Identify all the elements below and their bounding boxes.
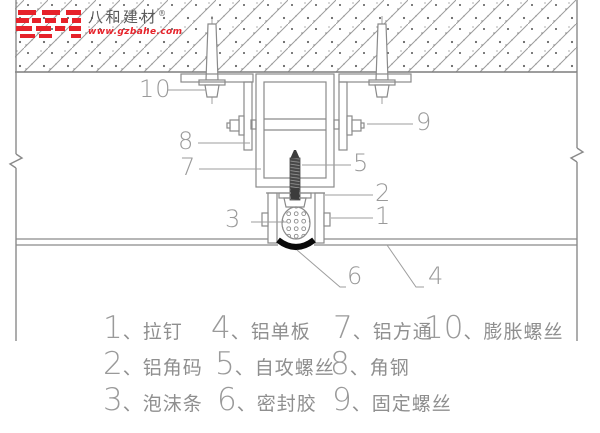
- callout-4: 4: [428, 262, 445, 290]
- aluminum-panel-right: [314, 238, 577, 246]
- callout-9: 9: [416, 108, 433, 136]
- logo: 八和建材® www.gzbahe.com: [16, 8, 183, 43]
- callout-8: 8: [178, 127, 195, 155]
- logo-website: www.gzbahe.com: [88, 27, 183, 38]
- wall-break-line-left: [8, 0, 24, 341]
- legend-label: 、密封胶: [236, 393, 317, 415]
- brand-name: 八和建材®: [88, 8, 169, 26]
- legend-label: 、铝角码: [122, 357, 203, 379]
- legend-label: 、铝方通: [352, 321, 433, 343]
- legend-item-3: 3、泡沫条: [103, 385, 203, 416]
- legend-item-1: 1、拉钉: [103, 313, 183, 344]
- registered-trademark-icon: ®: [158, 9, 169, 18]
- fixing-screw-right: [346, 115, 365, 136]
- legend-item-2: 2、铝角码: [103, 349, 203, 380]
- self-tapping-screw: [289, 150, 301, 201]
- callout-leader-lines: [168, 89, 424, 288]
- legend-item-10: 10、膨胀螺丝: [424, 313, 563, 344]
- callout-5: 5: [353, 149, 370, 177]
- legend-item-4: 4、铝单板: [211, 313, 311, 344]
- callout-1: 1: [375, 202, 392, 230]
- legend-item-8: 8、角钢: [330, 349, 410, 380]
- callout-7: 7: [180, 153, 197, 181]
- legend-num: 9: [332, 382, 352, 418]
- aluminum-panel-left: [16, 238, 278, 246]
- callout-2: 2: [375, 179, 392, 207]
- legend-item-7: 7、铝方通: [333, 313, 433, 344]
- legend-num: 5: [215, 346, 235, 382]
- legend-item-6: 6、密封胶: [217, 385, 317, 416]
- legend-label: 、铝单板: [230, 321, 311, 343]
- legend-num: 7: [333, 310, 353, 346]
- legend-label: 、自攻螺丝: [234, 357, 335, 379]
- legend-num: 1: [103, 310, 123, 346]
- legend-num: 4: [211, 310, 231, 346]
- pull-rivet-right: [323, 212, 331, 227]
- legend-item-5: 5、自攻螺丝: [215, 349, 335, 380]
- legend-label: 、泡沫条: [122, 393, 203, 415]
- legend-num: 3: [103, 382, 123, 418]
- legend-label: 、角钢: [349, 357, 410, 379]
- foam-strip: [281, 206, 311, 240]
- wall-break-line-right: [569, 0, 585, 341]
- callout-3: 3: [225, 205, 242, 233]
- legend-item-9: 9、固定螺丝: [332, 385, 452, 416]
- legend-num: 8: [330, 346, 350, 382]
- legend-label: 、拉钉: [122, 321, 183, 343]
- legend-num: 6: [217, 382, 237, 418]
- concrete-slab: [15, 0, 577, 73]
- sealant: [276, 237, 316, 250]
- bahe-logo-mark: [16, 10, 81, 38]
- callout-10: 10: [139, 75, 172, 103]
- legend-label: 、膨胀螺丝: [463, 321, 564, 343]
- fixing-screw-left: [226, 115, 245, 136]
- aluminum-corner-code: [266, 188, 325, 208]
- callout-6: 6: [347, 262, 364, 290]
- pull-rivet-left: [261, 212, 269, 227]
- legend-label: 、固定螺丝: [351, 393, 452, 415]
- legend-num: 2: [103, 346, 123, 382]
- legend-num: 10: [424, 310, 464, 346]
